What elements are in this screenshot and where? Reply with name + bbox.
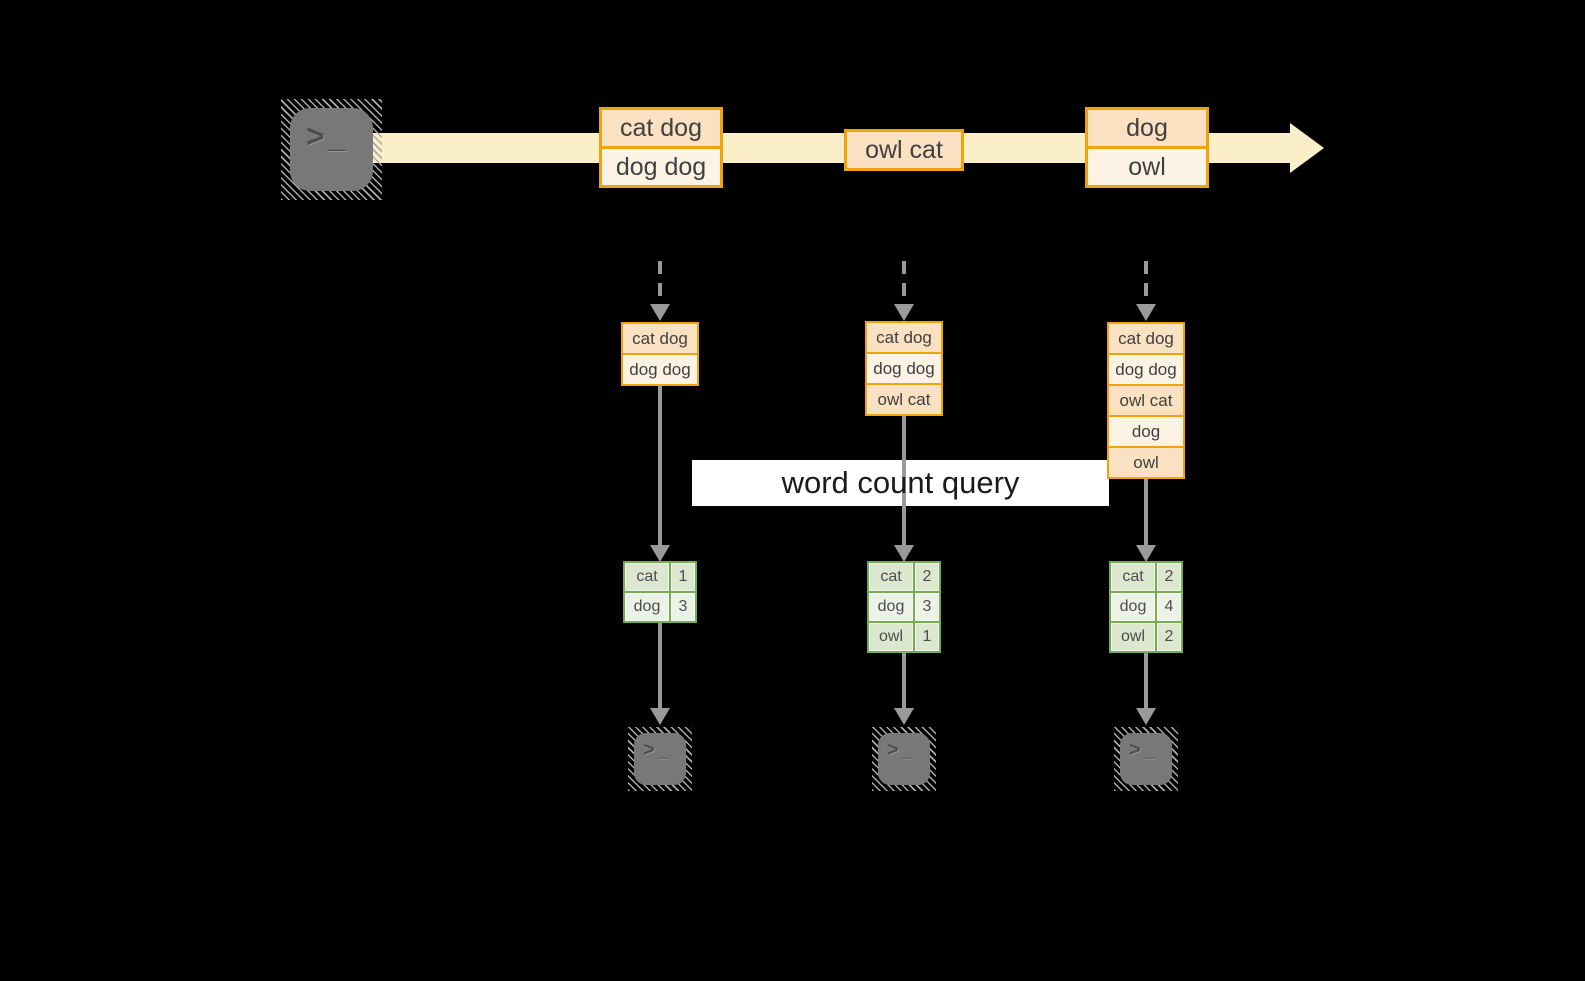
connector-line <box>1144 479 1148 546</box>
dashed-arrow-line <box>658 261 662 303</box>
arrowhead-icon <box>1136 545 1156 562</box>
prompt-chevron-icon: > <box>887 739 899 761</box>
prompt-icon: >_ <box>887 740 913 760</box>
state-box-1: cat dog dog dog <box>621 322 699 386</box>
state-line: owl cat <box>1109 384 1183 415</box>
event-box-3: dog owl <box>1085 107 1209 188</box>
table-cell-count: 2 <box>1157 623 1181 651</box>
table-cell-word: cat <box>869 563 913 591</box>
prompt-icon: >_ <box>306 120 345 152</box>
table-cell-word: dog <box>625 593 669 621</box>
prompt-underscore-icon: _ <box>901 739 913 761</box>
event-line: dog dog <box>602 146 720 185</box>
state-line: dog dog <box>623 353 697 384</box>
state-line: owl <box>1109 446 1183 477</box>
dashed-arrow-line <box>902 261 906 303</box>
state-line: cat dog <box>867 323 941 352</box>
dashed-arrowhead-icon <box>650 304 670 321</box>
connector-line <box>902 416 906 546</box>
dashed-arrow-line <box>1144 261 1148 303</box>
table-cell-count: 4 <box>1157 593 1181 621</box>
output-terminal-icon: >_ <box>872 727 936 791</box>
event-box-2: owl cat <box>844 129 964 171</box>
table-row: dog 3 <box>625 593 695 621</box>
event-line: dog <box>1088 110 1206 146</box>
state-line: owl cat <box>867 383 941 414</box>
prompt-underscore-icon: _ <box>327 118 346 154</box>
connector-line <box>1144 653 1148 709</box>
terminal-screen: >_ <box>634 733 686 785</box>
table-cell-count: 2 <box>1157 563 1181 591</box>
table-cell-word: cat <box>625 563 669 591</box>
terminal-screen: >_ <box>878 733 930 785</box>
state-line: dog dog <box>1109 353 1183 384</box>
state-line: dog dog <box>867 352 941 383</box>
event-box-1: cat dog dog dog <box>599 107 723 188</box>
stream-timeline-arrowhead-icon <box>1290 123 1324 173</box>
connector-line <box>902 653 906 709</box>
table-row: owl 1 <box>869 623 939 651</box>
state-line: cat dog <box>1109 324 1183 353</box>
table-row: owl 2 <box>1111 623 1181 651</box>
table-row: dog 4 <box>1111 593 1181 621</box>
table-cell-count: 1 <box>671 563 695 591</box>
table-cell-word: dog <box>1111 593 1155 621</box>
prompt-underscore-icon: _ <box>1143 739 1155 761</box>
prompt-underscore-icon: _ <box>657 739 669 761</box>
terminal-screen: >_ <box>1120 733 1172 785</box>
output-terminal-icon: >_ <box>1114 727 1178 791</box>
table-cell-count: 2 <box>915 563 939 591</box>
arrowhead-icon <box>650 708 670 725</box>
event-line: cat dog <box>602 110 720 146</box>
arrowhead-icon <box>894 708 914 725</box>
table-cell-count: 3 <box>671 593 695 621</box>
state-line: cat dog <box>623 324 697 353</box>
prompt-icon: >_ <box>643 740 669 760</box>
count-table-1: cat 1 dog 3 <box>623 561 697 623</box>
arrowhead-icon <box>1136 708 1156 725</box>
table-row: cat 2 <box>1111 563 1181 591</box>
state-line: dog <box>1109 415 1183 446</box>
connector-line <box>658 623 662 709</box>
arrowhead-icon <box>894 545 914 562</box>
connector-line <box>658 386 662 546</box>
prompt-icon: >_ <box>1129 740 1155 760</box>
state-box-2: cat dog dog dog owl cat <box>865 321 943 416</box>
arrowhead-icon <box>650 545 670 562</box>
event-line: owl cat <box>847 132 961 168</box>
table-row: dog 3 <box>869 593 939 621</box>
table-cell-word: dog <box>869 593 913 621</box>
count-table-3: cat 2 dog 4 owl 2 <box>1109 561 1183 653</box>
table-cell-count: 3 <box>915 593 939 621</box>
prompt-chevron-icon: > <box>306 118 325 154</box>
dashed-arrowhead-icon <box>894 304 914 321</box>
table-row: cat 1 <box>625 563 695 591</box>
table-cell-word: cat <box>1111 563 1155 591</box>
table-cell-word: owl <box>869 623 913 651</box>
prompt-chevron-icon: > <box>1129 739 1141 761</box>
dashed-arrowhead-icon <box>1136 304 1156 321</box>
query-label: word count query <box>781 465 1020 500</box>
table-row: cat 2 <box>869 563 939 591</box>
count-table-2: cat 2 dog 3 owl 1 <box>867 561 941 653</box>
terminal-screen: >_ <box>290 108 373 191</box>
prompt-chevron-icon: > <box>643 739 655 761</box>
query-band <box>692 460 1109 506</box>
output-terminal-icon: >_ <box>628 727 692 791</box>
event-line: owl <box>1088 146 1206 185</box>
table-cell-word: owl <box>1111 623 1155 651</box>
source-terminal-icon: >_ <box>281 99 382 200</box>
state-box-3: cat dog dog dog owl cat dog owl <box>1107 322 1185 479</box>
table-cell-count: 1 <box>915 623 939 651</box>
